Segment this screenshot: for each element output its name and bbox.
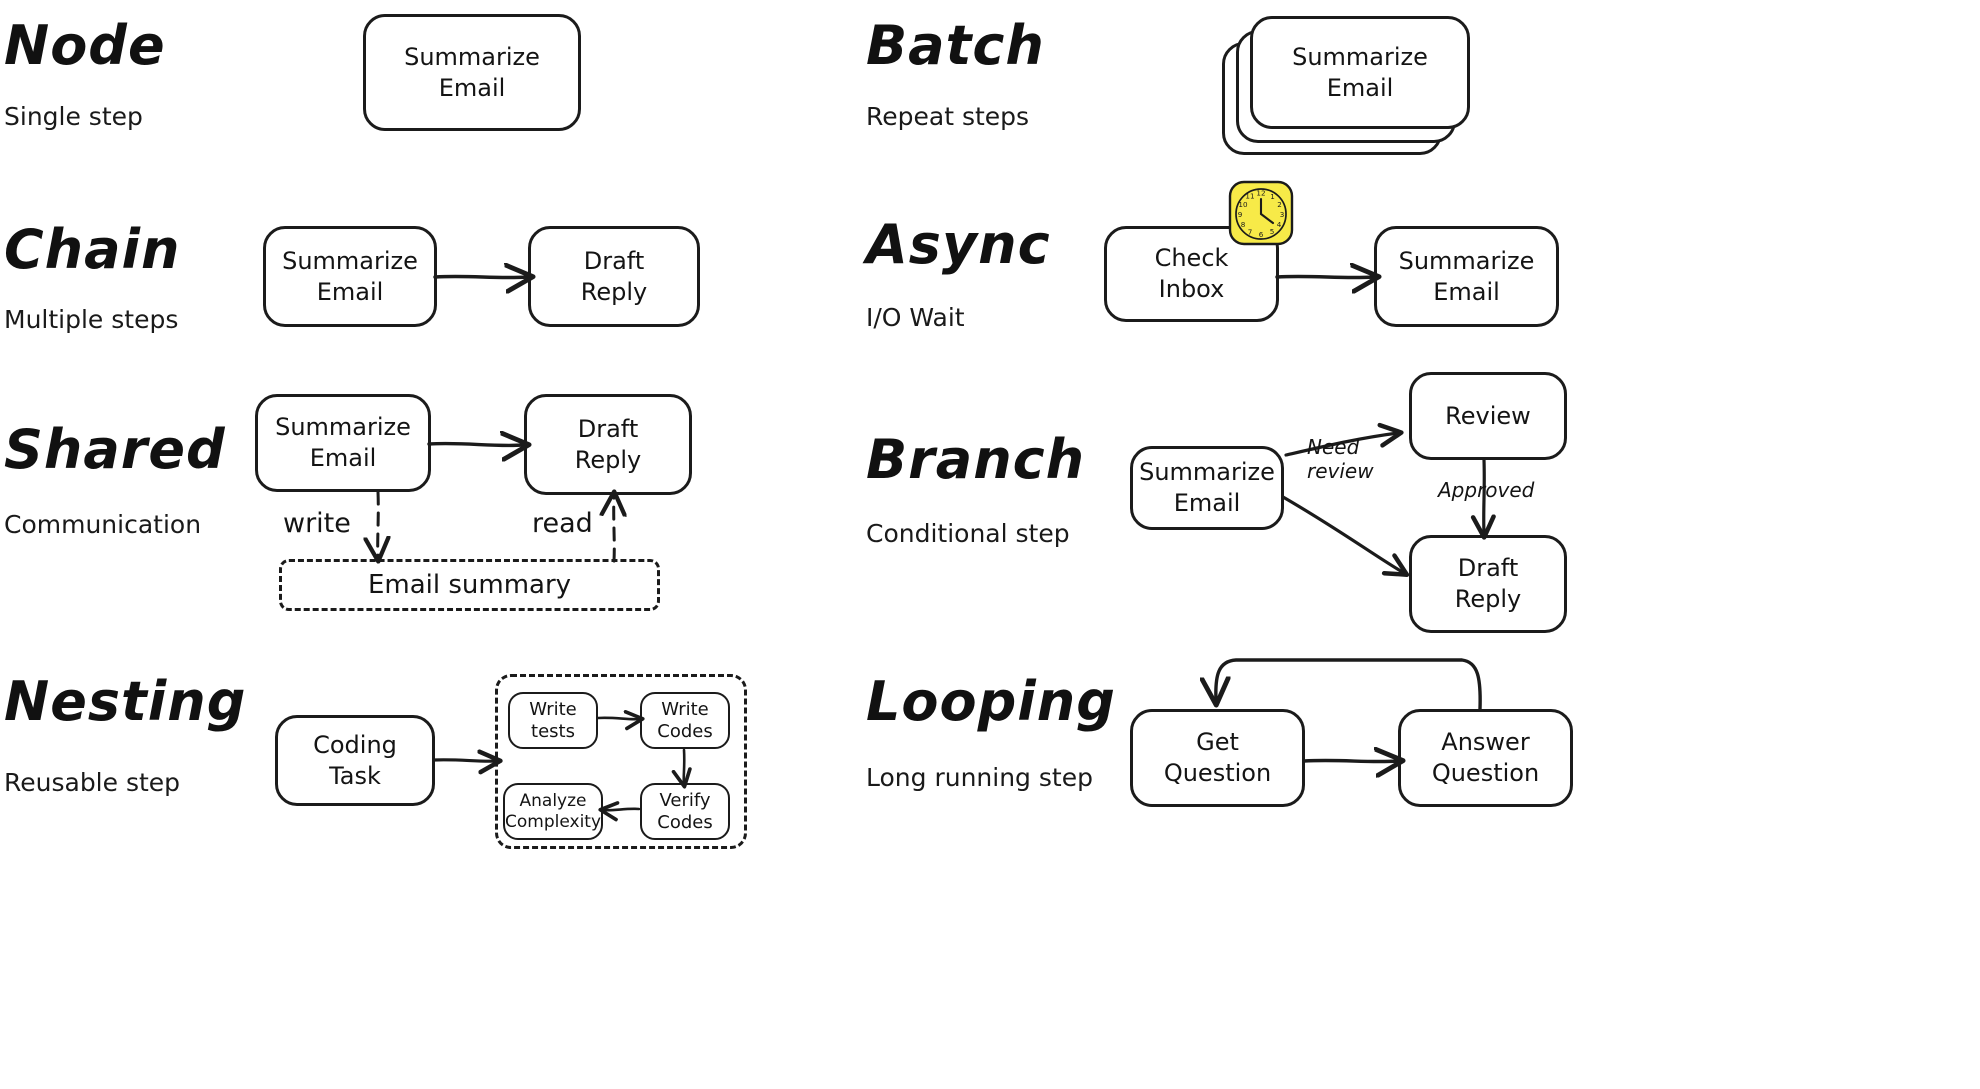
pattern-title-looping: Looping	[866, 670, 1116, 733]
chain-node-summarize-email[interactable]: Summarize Email	[263, 226, 437, 327]
node-summarize-email[interactable]: Summarize Email	[363, 14, 581, 131]
pattern-title-nesting: Nesting	[4, 670, 247, 733]
shared-store-email-summary: Email summary	[279, 559, 660, 611]
pattern-title-node: Node	[4, 14, 166, 77]
looping-node-get-question[interactable]: Get Question	[1130, 709, 1305, 807]
svg-text:1: 1	[1270, 192, 1275, 201]
clock-icon: 12 1 2 3 4 5 6 7 8 9 10 11	[1228, 180, 1294, 246]
pattern-subtitle-branch: Conditional step	[866, 519, 1070, 548]
svg-text:7: 7	[1248, 228, 1253, 237]
pattern-subtitle-batch: Repeat steps	[866, 102, 1030, 131]
nesting-node-coding-task[interactable]: Coding Task	[275, 715, 435, 806]
shared-edge-label-read: read	[532, 508, 593, 539]
chain-node-draft-reply[interactable]: Draft Reply	[528, 226, 700, 327]
pattern-subtitle-node: Single step	[4, 102, 143, 131]
svg-text:12: 12	[1256, 189, 1265, 198]
pattern-subtitle-looping: Long running step	[866, 763, 1093, 792]
pattern-title-async: Async	[866, 213, 1051, 276]
looping-node-answer-question[interactable]: Answer Question	[1398, 709, 1573, 807]
svg-text:8: 8	[1241, 220, 1246, 229]
pattern-subtitle-nesting: Reusable step	[4, 768, 181, 797]
shared-node-draft-reply[interactable]: Draft Reply	[524, 394, 692, 495]
svg-text:4: 4	[1277, 220, 1282, 229]
pattern-title-shared: Shared	[4, 418, 226, 481]
async-node-summarize-email[interactable]: Summarize Email	[1374, 226, 1559, 327]
svg-text:10: 10	[1238, 200, 1248, 209]
shared-node-summarize-email[interactable]: Summarize Email	[255, 394, 431, 492]
svg-text:11: 11	[1245, 192, 1254, 201]
branch-edge-label-approved: Approved	[1438, 478, 1535, 502]
svg-text:2: 2	[1277, 200, 1282, 209]
branch-node-summarize-email[interactable]: Summarize Email	[1130, 446, 1284, 530]
nesting-subnode-write-tests[interactable]: Write tests	[508, 692, 598, 749]
svg-text:9: 9	[1238, 210, 1243, 219]
branch-node-draft-reply[interactable]: Draft Reply	[1409, 535, 1567, 633]
batch-node-summarize-email[interactable]: Summarize Email	[1250, 16, 1470, 129]
clock-icon-svg: 12 1 2 3 4 5 6 7 8 9 10 11	[1228, 180, 1294, 246]
pattern-title-batch: Batch	[866, 14, 1045, 77]
nesting-subnode-analyze-complexity[interactable]: Analyze Complexity	[503, 783, 603, 840]
pattern-subtitle-chain: Multiple steps	[4, 305, 179, 334]
pattern-subtitle-shared: Communication	[4, 510, 202, 539]
branch-edge-label-need-review: Need review	[1307, 435, 1374, 483]
shared-edge-label-write: write	[283, 508, 351, 539]
nesting-subnode-write-codes[interactable]: Write Codes	[640, 692, 730, 749]
nesting-subnode-verify-codes[interactable]: Verify Codes	[640, 783, 730, 840]
pattern-subtitle-async: I/O Wait	[866, 303, 965, 332]
branch-node-review[interactable]: Review	[1409, 372, 1567, 460]
svg-text:6: 6	[1259, 230, 1264, 239]
svg-text:3: 3	[1280, 210, 1285, 219]
pattern-title-branch: Branch	[866, 428, 1086, 491]
pattern-title-chain: Chain	[4, 218, 181, 281]
async-node-check-inbox[interactable]: Check Inbox	[1104, 226, 1279, 322]
svg-text:5: 5	[1270, 227, 1275, 236]
